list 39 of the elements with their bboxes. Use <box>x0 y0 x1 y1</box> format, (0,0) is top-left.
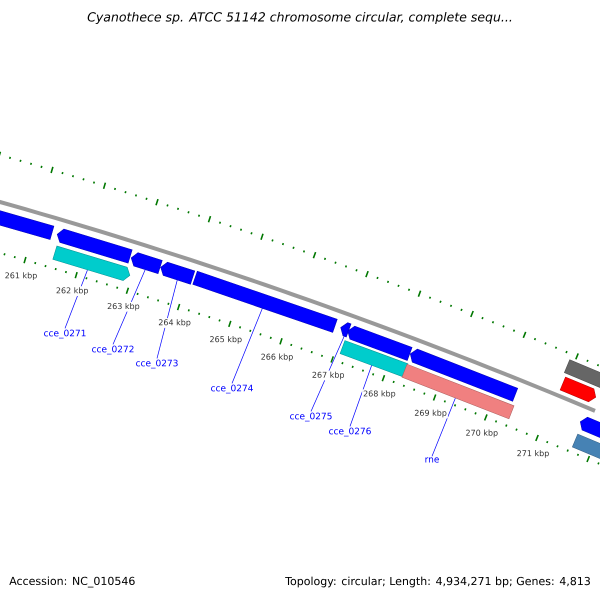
gene-bar <box>572 434 600 460</box>
gene-block <box>340 322 352 338</box>
gene-label: cce_0274 <box>211 384 253 394</box>
title: Cyanothece sp. ATCC 51142 chromosome circular, complete sequ... <box>88 12 512 24</box>
gene-block <box>56 228 132 264</box>
gene-block <box>160 262 196 285</box>
gene-block <box>52 246 130 281</box>
gene-bar <box>402 364 514 420</box>
gene-label: cce_0273 <box>136 360 178 368</box>
leader-line <box>432 398 456 457</box>
tick-label: 261 kbp <box>4 271 38 281</box>
tick-label: 263 kbp <box>106 302 141 312</box>
gene-bar <box>564 359 600 388</box>
tick-label: 267 kbp <box>310 370 346 380</box>
gene-label: rne <box>425 457 439 463</box>
gene-block <box>560 376 596 402</box>
gene-block <box>347 326 412 361</box>
tick-label: 266 kbp <box>260 352 294 362</box>
gene-block <box>580 416 600 439</box>
leader-line <box>232 308 263 384</box>
gene-label: cce_0271 <box>44 330 86 338</box>
tick-label: 262 kbp <box>54 286 90 296</box>
tick-label: 264 kbp <box>157 318 192 328</box>
leader-line <box>112 270 146 345</box>
leader-line <box>350 365 372 427</box>
tick-label: 271 kbp <box>516 449 550 459</box>
tick-label: 265 kbp <box>208 335 244 345</box>
tick-label: 269 kbp <box>413 408 448 418</box>
gene-block <box>410 348 518 402</box>
footer-text: Accession: NC_010546 <box>9 576 135 588</box>
gene-label: cce_0275 <box>290 412 332 422</box>
gene-block <box>130 252 163 274</box>
gene-bar <box>192 270 338 333</box>
tick-label: 270 kbp <box>464 428 500 438</box>
tick-label: 268 kbp <box>362 389 397 400</box>
footer-text: Topology: circular; Length: 4,934,271 bp; Genes: 4,813 <box>285 576 590 588</box>
gene-label: cce_0272 <box>92 346 134 354</box>
gene-bar <box>0 208 54 240</box>
gene-label: cce_0276 <box>329 428 371 436</box>
